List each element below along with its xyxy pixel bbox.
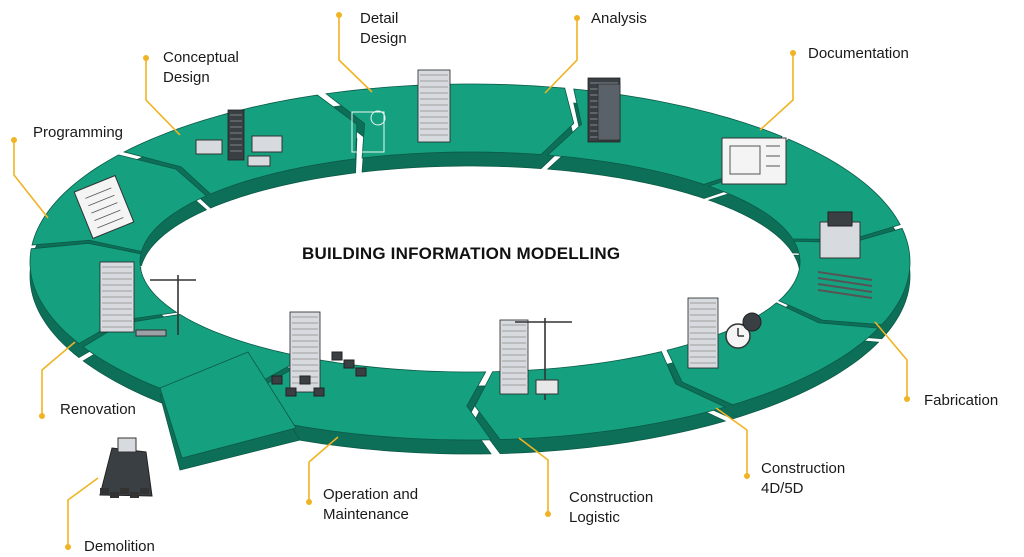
stage-label-demolition: Demolition xyxy=(84,538,155,555)
stage-label-construction-4d-5d: Construction 4D/5D xyxy=(761,460,846,497)
leader-dot-operation-and-maintenance xyxy=(306,499,312,505)
tower-analysis-icon xyxy=(587,77,621,143)
stage-label-analysis: Analysis xyxy=(591,10,647,27)
rubble-icon xyxy=(99,437,153,498)
leader-lines xyxy=(11,12,910,550)
leader-dot-construction-logistic xyxy=(545,511,551,517)
leader-line-programming xyxy=(13,140,49,219)
leader-dot-conceptual-design xyxy=(143,55,149,61)
leader-dot-demolition xyxy=(65,544,71,550)
building-operation-icon xyxy=(271,311,367,397)
leader-dot-programming xyxy=(11,137,17,143)
diagram-title: BUILDING INFORMATION MODELLING xyxy=(302,244,621,263)
ring-segment-demolition xyxy=(474,351,727,440)
leader-line-operation-and-maintenance xyxy=(308,436,339,502)
leader-dot-detail-design xyxy=(336,12,342,18)
leader-line-conceptual-design xyxy=(145,58,181,136)
leader-line-fabrication xyxy=(874,321,908,399)
stage-icons xyxy=(73,69,873,498)
stage-label-operation-and-maintenance: Operation and Maintenance xyxy=(323,486,419,523)
stage-label-documentation: Documentation xyxy=(808,45,909,62)
leader-line-analysis xyxy=(544,18,578,94)
ring-tail-top xyxy=(159,351,297,459)
leader-line-demolition xyxy=(67,477,99,547)
factory-machine-icon xyxy=(817,211,873,299)
stage-label-programming: Programming xyxy=(33,124,124,141)
clock-cost-icon xyxy=(687,297,762,369)
leader-dot-construction-4d-5d xyxy=(744,473,750,479)
leader-dot-fabrication xyxy=(904,396,910,402)
stage-label-detail-design: Detail Design xyxy=(360,10,407,47)
leader-dot-analysis xyxy=(574,15,580,21)
stage-label-conceptual-design: Conceptual Design xyxy=(163,49,239,86)
massing-model-icon xyxy=(195,109,283,167)
leader-dot-documentation xyxy=(790,50,796,56)
leader-line-detail-design xyxy=(338,15,373,93)
crane-site-icon xyxy=(499,318,572,400)
leader-line-documentation xyxy=(759,53,794,131)
crane-renovation-icon xyxy=(99,261,196,337)
leader-line-renovation xyxy=(41,341,76,416)
stage-label-fabrication: Fabrication xyxy=(924,392,999,409)
building-detail-icon xyxy=(351,69,451,153)
leader-dot-renovation xyxy=(39,413,45,419)
floor-plan-icon xyxy=(721,137,787,185)
stage-label-renovation: Renovation xyxy=(60,401,136,418)
stage-label-construction-logistic: Construction Logistic xyxy=(569,489,654,526)
leader-line-construction-4d-5d xyxy=(715,407,748,476)
leader-line-construction-logistic xyxy=(518,437,549,514)
clipboard-icon xyxy=(73,174,135,240)
